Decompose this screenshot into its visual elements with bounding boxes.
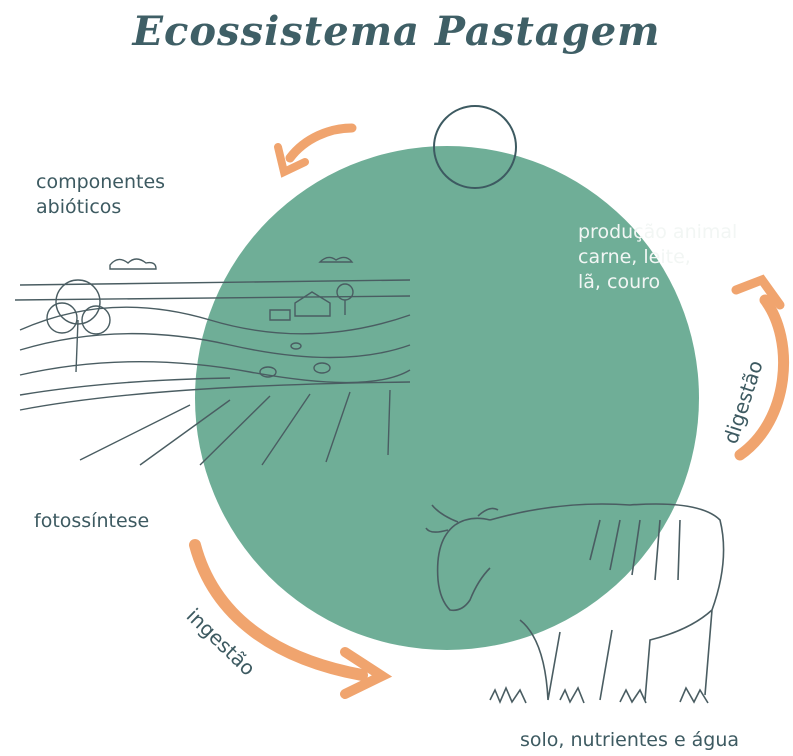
- abiotic-line-2: abióticos: [36, 195, 165, 220]
- animal-production-label: produção animal carne, leite, lã, couro: [578, 220, 737, 295]
- abiotic-components-label: componentes abióticos: [36, 170, 165, 220]
- production-line-1: produção animal: [578, 220, 737, 245]
- abiotic-line-1: componentes: [36, 170, 165, 195]
- soil-nutrients-water-label: solo, nutrientes e água: [520, 728, 739, 753]
- production-line-2: carne, leite,: [578, 245, 737, 270]
- production-line-3: lã, couro: [578, 270, 737, 295]
- photosynthesis-label: fotossíntese: [34, 509, 149, 534]
- top-arrow-icon: [278, 128, 352, 172]
- diagram-title: Ecossistema Pastagem: [0, 8, 793, 55]
